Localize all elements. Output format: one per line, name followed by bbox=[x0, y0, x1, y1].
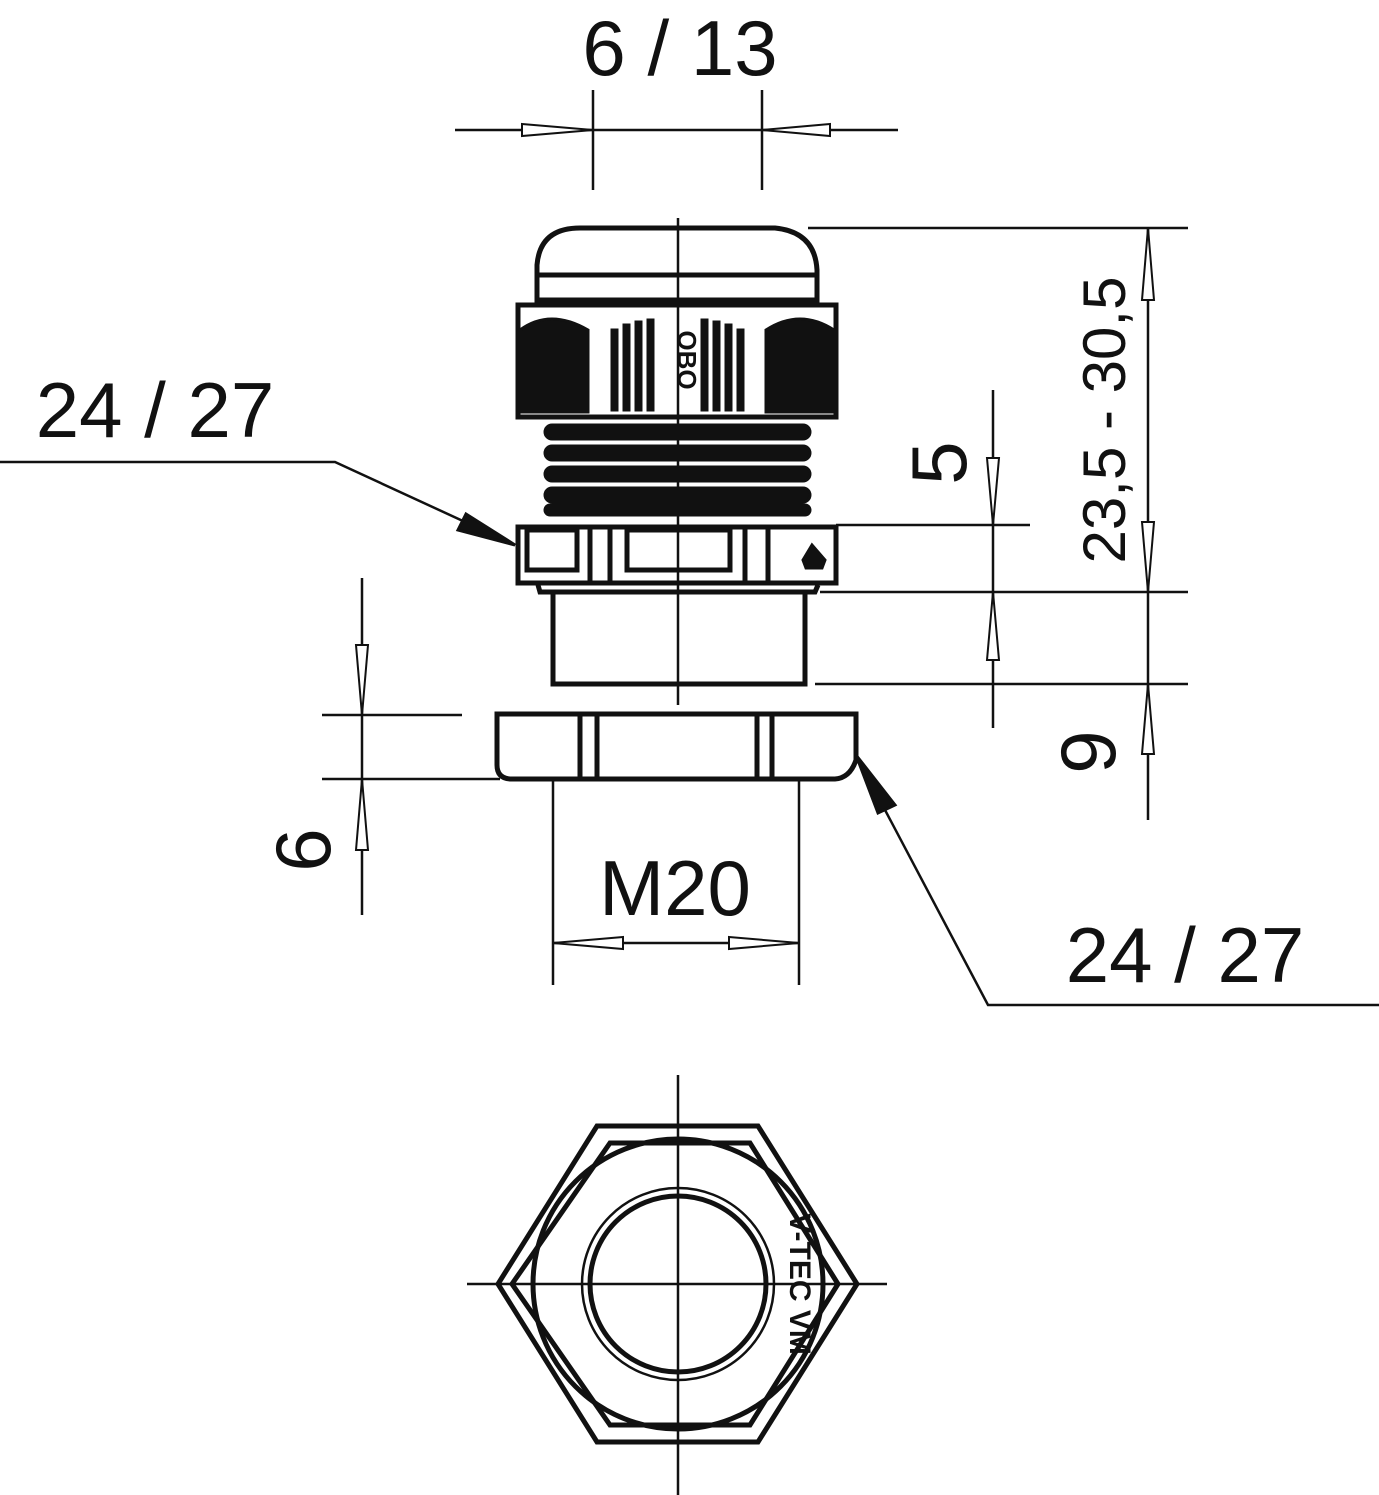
obo-logo: OBO bbox=[672, 330, 702, 389]
wrench-size-locknut-label: 24 / 27 bbox=[1066, 911, 1305, 999]
wrench-size-locknut-callout: 24 / 27 bbox=[854, 754, 1379, 1007]
wrench-size-top-callout: 24 / 27 bbox=[0, 366, 516, 547]
thread-body bbox=[550, 589, 808, 687]
thread-size-label: M20 bbox=[599, 844, 751, 932]
thread bbox=[543, 423, 812, 517]
arrow-icon bbox=[761, 122, 831, 138]
arrow-icon bbox=[521, 122, 594, 138]
dome-cap bbox=[534, 225, 820, 303]
cable-range-label: 6 / 13 bbox=[582, 4, 777, 92]
lower-hex bbox=[515, 524, 839, 586]
locknut-side-view bbox=[494, 711, 859, 782]
gland-top-view: V-TEC VM bbox=[467, 1075, 887, 1495]
gland-side-view: OBO bbox=[515, 218, 839, 705]
hex-flat-left bbox=[518, 317, 590, 414]
product-marking: V-TEC VM bbox=[783, 1213, 816, 1355]
locknut-height-dimension: 6 bbox=[259, 578, 500, 915]
gap-label: 5 bbox=[895, 441, 983, 484]
drop-icon bbox=[801, 542, 827, 570]
cable-range-dimension: 6 / 13 bbox=[455, 4, 898, 190]
thread-length-label: 9 bbox=[1044, 730, 1132, 773]
grip-ribs bbox=[610, 318, 745, 412]
length-range-label: 23,5 - 30,5 bbox=[1071, 277, 1138, 564]
locknut-height-label: 6 bbox=[259, 828, 347, 871]
wrench-size-top-label: 24 / 27 bbox=[36, 366, 275, 454]
length-dimensions: 23,5 - 30,5 5 9 bbox=[808, 226, 1188, 820]
thread-size-dimension: M20 bbox=[551, 780, 801, 985]
hex-flat-right bbox=[764, 317, 836, 414]
